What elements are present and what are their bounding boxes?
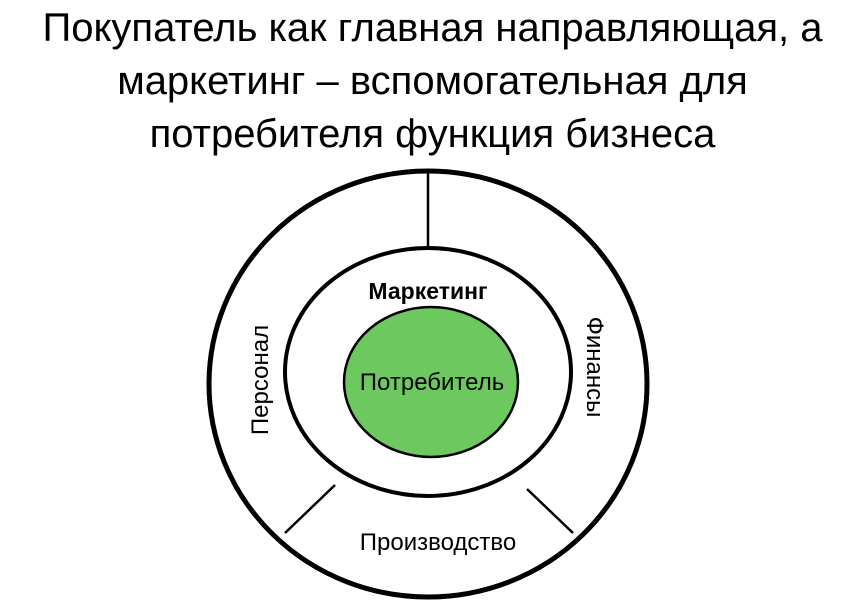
title-line-1: Покупатель как главная направляющая, а — [42, 6, 823, 50]
marketing-label: Маркетинг — [368, 278, 487, 304]
consumer-label: Потребитель — [360, 369, 504, 396]
title-line-3: потребителя функция бизнеса — [149, 112, 716, 156]
production-label: Производство — [360, 529, 516, 556]
consumer-circle — [342, 305, 520, 459]
bottom-right-divider-line — [526, 488, 574, 534]
bottom-left-divider-line — [284, 484, 336, 534]
personnel-label: Персонал — [247, 325, 274, 435]
finance-label: Финансы — [581, 317, 608, 418]
slide-title: Покупатель как главная направляющая, а м… — [0, 2, 865, 161]
title-line-2: маркетинг – вспомогательная для — [117, 59, 748, 103]
